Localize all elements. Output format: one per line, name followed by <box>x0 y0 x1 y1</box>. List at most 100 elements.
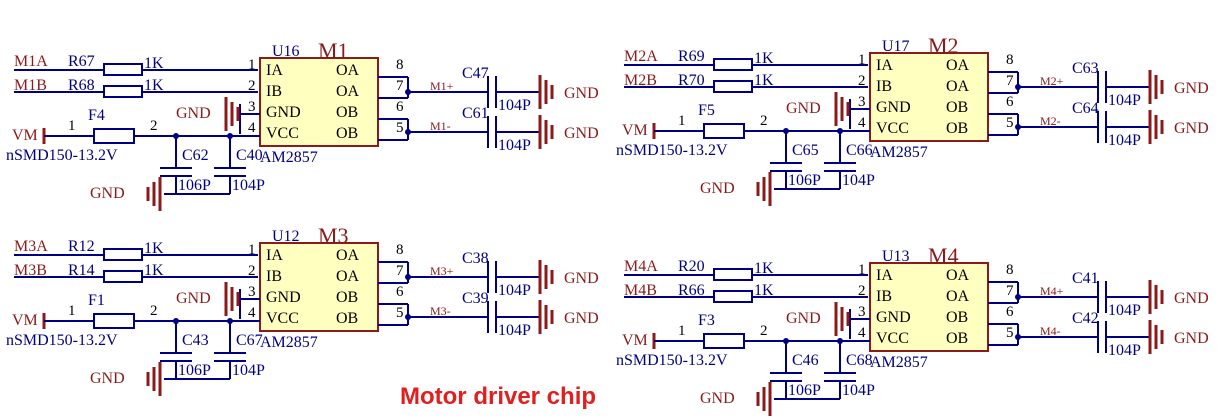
gnd-label-out-b: GND <box>1174 120 1209 137</box>
pin-name-left: IB <box>876 78 892 95</box>
fuse-pin2: 2 <box>760 323 768 339</box>
out-cap-designator-b: C42 <box>1072 310 1099 327</box>
net-label-in-b: M2B <box>624 72 657 89</box>
pin-name-right: OA <box>946 57 970 74</box>
pin-name-left: IA <box>266 62 283 79</box>
pin-number-left: 2 <box>248 263 256 279</box>
out-cap-value-b: 104P <box>1108 342 1141 359</box>
resistor-value-b: 1K <box>754 72 774 89</box>
chip-label: M1 <box>318 38 349 63</box>
resistor-value-a: 1K <box>754 260 774 277</box>
cap-value-b: 104P <box>842 382 875 399</box>
pin-name-right: OA <box>336 268 360 285</box>
pin-name-left: IA <box>266 247 283 264</box>
vm-label: VM <box>622 122 648 139</box>
gnd-label-caps: GND <box>90 370 125 387</box>
out-cap-value-b: 104P <box>498 137 531 154</box>
resistor-value-a: 1K <box>754 50 774 67</box>
chip-part: AM2857 <box>260 149 318 166</box>
resistor-designator-a: R69 <box>678 48 705 65</box>
pin-number-right: 6 <box>1006 94 1014 110</box>
net-label-in-a: M3A <box>14 238 48 255</box>
resistor-value-b: 1K <box>144 262 164 279</box>
gnd-label-out-a: GND <box>1174 290 1209 307</box>
pin-name-left: VCC <box>266 310 299 327</box>
pin-name-right: OB <box>946 309 968 326</box>
fuse-pin1: 1 <box>68 118 76 134</box>
pin-name-right: OB <box>946 120 968 137</box>
fuse-pin1: 1 <box>678 113 686 129</box>
gnd-label-out-b: GND <box>564 310 599 327</box>
pin-name-right: OA <box>336 62 360 79</box>
chip-designator: U16 <box>272 43 300 60</box>
pin-name-right: OB <box>336 310 358 327</box>
cap-designator-b: C40 <box>236 147 263 164</box>
net-label-in-a: M1A <box>14 53 48 70</box>
cap-designator-a: C62 <box>182 147 209 164</box>
gnd-label-out-b: GND <box>564 125 599 142</box>
gnd-label-caps: GND <box>700 390 735 407</box>
out-cap-value-a: 104P <box>1108 92 1141 109</box>
chip-part: AM2857 <box>870 354 928 371</box>
gnd-label-out-a: GND <box>564 270 599 287</box>
fuse-part: nSMD150-13.2V <box>6 147 118 164</box>
resistor-a <box>103 248 143 261</box>
pin-name-left: IB <box>266 268 282 285</box>
pin-number-left: 4 <box>858 115 866 131</box>
gnd-label-out-a: GND <box>564 85 599 102</box>
cap-designator-a: C43 <box>182 332 209 349</box>
fuse-pin1: 1 <box>68 303 76 319</box>
pin-name-left: GND <box>876 99 911 116</box>
gnd-label-caps: GND <box>90 185 125 202</box>
pin-number-right: 5 <box>1006 115 1014 131</box>
net-label-in-b: M1B <box>14 77 47 94</box>
cap-value-b: 104P <box>842 172 875 189</box>
pin-number-right: 8 <box>1006 52 1014 68</box>
pin-number-right: 6 <box>396 99 404 115</box>
pin-number-right: 5 <box>1006 325 1014 341</box>
resistor-b <box>713 290 753 303</box>
gnd-label-out-b: GND <box>1174 330 1209 347</box>
pin-name-right: OB <box>946 330 968 347</box>
cap-designator-a: C46 <box>792 352 819 369</box>
out-cap-designator-b: C39 <box>462 290 489 307</box>
fuse-pin2: 2 <box>760 113 768 129</box>
resistor-value-a: 1K <box>144 240 164 257</box>
resistor-designator-b: R14 <box>68 262 95 279</box>
pin-number-right: 7 <box>1006 283 1014 299</box>
fuse-designator: F1 <box>88 292 105 309</box>
gnd-label-chip: GND <box>176 105 211 122</box>
out-cap-designator-a: C41 <box>1072 270 1099 287</box>
pin-number-right: 8 <box>396 57 404 73</box>
resistor-a <box>713 58 753 71</box>
out-cap-value-a: 104P <box>498 282 531 299</box>
out-cap-designator-a: C63 <box>1072 60 1099 77</box>
net-label-out-minus: M4- <box>1040 324 1061 338</box>
fuse <box>703 333 745 349</box>
pin-name-left: IB <box>876 288 892 305</box>
cap-designator-b: C66 <box>846 142 873 159</box>
cap-value-b: 104P <box>232 177 265 194</box>
pin-number-left: 1 <box>858 52 866 68</box>
net-label-in-a: M2A <box>624 48 658 65</box>
pin-name-left: IA <box>876 267 893 284</box>
pin-number-left: 1 <box>248 57 256 73</box>
pin-name-left: VCC <box>266 125 299 142</box>
pin-name-right: OB <box>946 99 968 116</box>
pin-number-right: 8 <box>396 242 404 258</box>
resistor-b <box>103 270 143 283</box>
vm-label: VM <box>12 312 38 329</box>
resistor-designator-a: R12 <box>68 238 95 255</box>
chip-part: AM2857 <box>260 334 318 351</box>
resistor-value-b: 1K <box>754 282 774 299</box>
fuse-part: nSMD150-13.2V <box>6 332 118 349</box>
fuse-designator: F4 <box>88 107 105 124</box>
pin-number-left: 3 <box>248 284 256 300</box>
pin-number-right: 7 <box>396 78 404 94</box>
chip-label: M3 <box>318 223 349 248</box>
pin-name-right: OB <box>336 289 358 306</box>
resistor-value-a: 1K <box>144 55 164 72</box>
